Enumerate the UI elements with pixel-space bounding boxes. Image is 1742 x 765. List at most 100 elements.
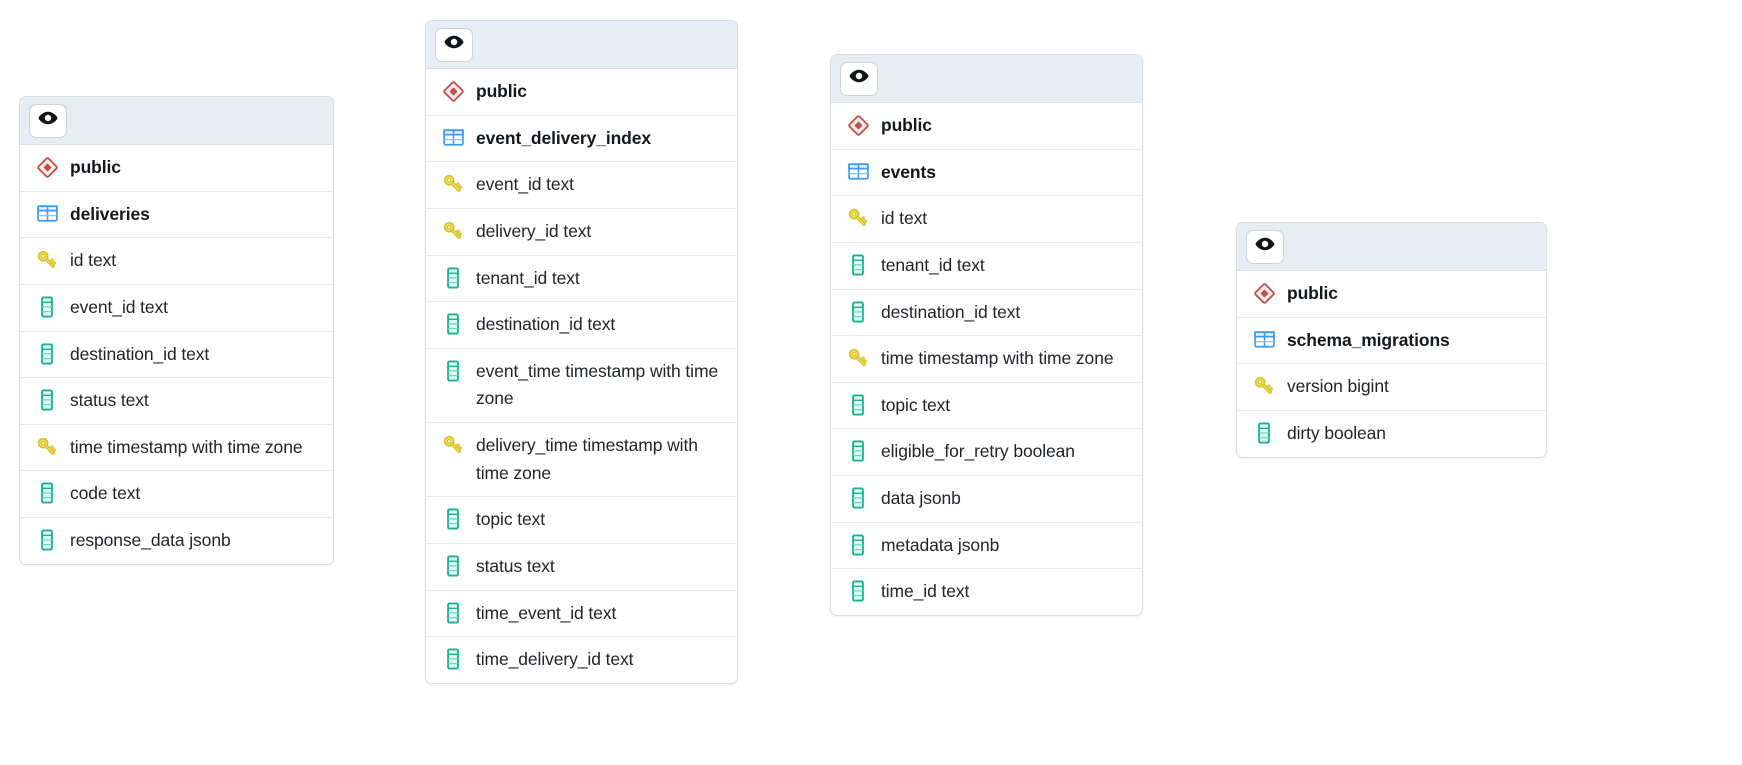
column-icon bbox=[440, 358, 466, 384]
key-icon bbox=[34, 247, 60, 273]
table-name-row-label: deliveries bbox=[70, 203, 150, 224]
column-row[interactable]: tenant_id text bbox=[831, 243, 1142, 290]
column-row-label: tenant_id text bbox=[881, 254, 985, 275]
column-row[interactable]: tenant_id text bbox=[426, 256, 737, 303]
table-name-row[interactable]: deliveries bbox=[20, 192, 333, 239]
column-icon bbox=[845, 299, 871, 325]
column-row-label: status text bbox=[476, 556, 555, 577]
column-row[interactable]: status text bbox=[20, 378, 333, 425]
column-row-label: time_event_id text bbox=[476, 602, 617, 623]
visibility-toggle-button[interactable] bbox=[1246, 229, 1284, 264]
column-icon bbox=[440, 646, 466, 672]
key-icon bbox=[845, 205, 871, 231]
column-row-label: destination_id text bbox=[476, 314, 616, 335]
key-icon bbox=[440, 432, 466, 458]
column-row[interactable]: event_time timestamp with time zone bbox=[426, 349, 737, 424]
table-name-row[interactable]: events bbox=[831, 150, 1142, 197]
column-row[interactable]: time timestamp with time zone bbox=[831, 336, 1142, 383]
column-icon bbox=[440, 311, 466, 337]
schema-diamond-icon bbox=[440, 78, 466, 104]
column-row-label: time_delivery_id text bbox=[476, 649, 634, 670]
column-row[interactable]: response_data jsonb bbox=[20, 518, 333, 564]
column-row[interactable]: id text bbox=[831, 196, 1142, 243]
schema-row-label: public bbox=[476, 81, 527, 101]
column-row[interactable]: status text bbox=[426, 544, 737, 591]
column-row[interactable]: eligible_for_retry boolean bbox=[831, 429, 1142, 477]
column-row-label: delivery_time timestamp with time zone bbox=[476, 435, 698, 483]
eye-icon bbox=[1254, 233, 1276, 260]
column-row-label: code text bbox=[70, 483, 141, 504]
table-node-events[interactable]: public events id text tenant_id text des… bbox=[830, 54, 1143, 617]
table-name-row[interactable]: event_delivery_index bbox=[426, 116, 737, 163]
table-grid-icon bbox=[440, 125, 466, 151]
column-icon bbox=[440, 553, 466, 579]
column-row-label: id text bbox=[881, 208, 927, 229]
column-row[interactable]: id text bbox=[20, 238, 333, 285]
schema-row[interactable]: public bbox=[831, 103, 1142, 150]
key-icon bbox=[440, 171, 466, 197]
column-icon bbox=[845, 252, 871, 278]
table-name-row[interactable]: schema_migrations bbox=[1237, 318, 1546, 365]
table-name-row-label: schema_migrations bbox=[1287, 329, 1450, 350]
column-row[interactable]: code text bbox=[20, 471, 333, 519]
table-node-header bbox=[831, 55, 1142, 103]
schema-row-label: public bbox=[1287, 283, 1338, 303]
column-icon bbox=[34, 480, 60, 506]
column-row[interactable]: topic text bbox=[426, 497, 737, 545]
column-row[interactable]: time_id text bbox=[831, 569, 1142, 615]
column-row[interactable]: destination_id text bbox=[831, 290, 1142, 337]
table-node-header bbox=[426, 21, 737, 69]
column-row-label: version bigint bbox=[1287, 376, 1389, 397]
visibility-toggle-button[interactable] bbox=[840, 61, 878, 96]
column-row[interactable]: dirty boolean bbox=[1237, 411, 1546, 457]
eye-icon bbox=[37, 107, 59, 134]
column-row-label: time timestamp with time zone bbox=[881, 348, 1114, 369]
column-row[interactable]: metadata jsonb bbox=[831, 523, 1142, 570]
column-icon bbox=[34, 527, 60, 553]
schema-diamond-icon bbox=[34, 154, 60, 180]
schema-row[interactable]: public bbox=[20, 145, 333, 192]
column-icon bbox=[34, 294, 60, 320]
column-row[interactable]: event_id text bbox=[426, 162, 737, 209]
table-node-header bbox=[1237, 223, 1546, 271]
column-row[interactable]: time_event_id text bbox=[426, 591, 737, 638]
table-node-deliveries[interactable]: public deliveries id text event_id text … bbox=[19, 96, 334, 565]
column-row[interactable]: version bigint bbox=[1237, 364, 1546, 411]
column-row-label: tenant_id text bbox=[476, 267, 580, 288]
column-row[interactable]: topic text bbox=[831, 383, 1142, 430]
key-icon bbox=[440, 218, 466, 244]
column-row[interactable]: delivery_id text bbox=[426, 209, 737, 256]
column-row-label: time_id text bbox=[881, 581, 970, 602]
column-row[interactable]: delivery_time timestamp with time zone bbox=[426, 423, 737, 498]
column-row[interactable]: event_id text bbox=[20, 285, 333, 332]
column-row[interactable]: data jsonb bbox=[831, 476, 1142, 523]
column-row[interactable]: destination_id text bbox=[20, 332, 333, 379]
schema-row[interactable]: public bbox=[1237, 271, 1546, 318]
column-icon bbox=[845, 532, 871, 558]
column-icon bbox=[440, 506, 466, 532]
schema-row-label: public bbox=[70, 157, 121, 177]
column-row-label: data jsonb bbox=[881, 488, 961, 509]
column-row[interactable]: time timestamp with time zone bbox=[20, 425, 333, 472]
column-row-label: destination_id text bbox=[881, 301, 1021, 322]
column-icon bbox=[34, 341, 60, 367]
table-node-schema_migrations[interactable]: public schema_migrations version bigint … bbox=[1236, 222, 1547, 458]
visibility-toggle-button[interactable] bbox=[29, 103, 67, 138]
column-row-label: id text bbox=[70, 250, 116, 271]
column-icon bbox=[440, 265, 466, 291]
column-row-label: status text bbox=[70, 390, 149, 411]
column-row-label: topic text bbox=[476, 509, 546, 530]
column-row[interactable]: time_delivery_id text bbox=[426, 637, 737, 683]
column-row-label: time timestamp with time zone bbox=[70, 436, 303, 457]
column-row-label: destination_id text bbox=[70, 343, 210, 364]
eye-icon bbox=[848, 65, 870, 92]
table-node-event_delivery_index[interactable]: public event_delivery_index event_id tex… bbox=[425, 20, 738, 684]
visibility-toggle-button[interactable] bbox=[435, 27, 473, 62]
column-icon bbox=[845, 392, 871, 418]
key-icon bbox=[1251, 373, 1277, 399]
column-row[interactable]: destination_id text bbox=[426, 302, 737, 349]
table-name-row-label: event_delivery_index bbox=[476, 127, 652, 148]
schema-row[interactable]: public bbox=[426, 69, 737, 116]
column-row-label: topic text bbox=[881, 394, 951, 415]
